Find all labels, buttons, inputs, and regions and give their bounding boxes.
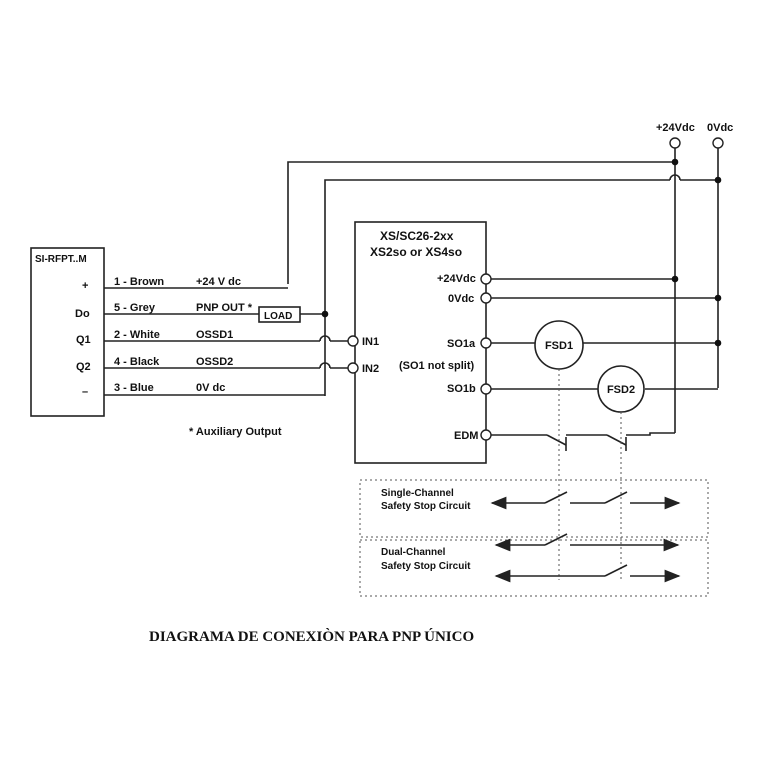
in2-terminal bbox=[347, 362, 359, 374]
sensor-box bbox=[30, 247, 105, 417]
wire-code-blue: 3 - Blue bbox=[114, 382, 154, 394]
wire-code-white: 2 - White bbox=[114, 329, 160, 341]
so1-not-split-label: (SO1 not split) bbox=[399, 360, 475, 372]
terminal-0v-label: 0Vdc bbox=[448, 293, 474, 305]
terminal-so1a-label: SO1a bbox=[447, 338, 476, 350]
dual-channel-circuit bbox=[494, 533, 681, 583]
aux-note: * Auxiliary Output bbox=[189, 426, 282, 438]
load-label: LOAD bbox=[264, 311, 292, 322]
terminal-24v bbox=[480, 273, 492, 285]
dual-channel-line2: Safety Stop Circuit bbox=[381, 561, 471, 572]
wire-signal-brown: +24 V dc bbox=[196, 276, 241, 288]
supply-pos-label: +24Vdc bbox=[656, 122, 695, 134]
terminal-24v-label: +24Vdc bbox=[437, 273, 476, 285]
module-title-1: XS/SC26-2xx bbox=[380, 229, 454, 243]
terminal-edm bbox=[480, 429, 492, 441]
wire-signal-blue: 0V dc bbox=[196, 382, 225, 394]
sensor-name: SI-RFPT..M bbox=[35, 254, 87, 265]
supply-neg-terminal bbox=[712, 137, 724, 149]
single-channel-frame bbox=[359, 479, 709, 538]
sensor-wires bbox=[104, 287, 348, 396]
supply-pos-terminal bbox=[669, 137, 681, 149]
module-box bbox=[354, 221, 487, 464]
wire-code-brown: 1 - Brown bbox=[114, 276, 164, 288]
fsd2-label: FSD2 bbox=[607, 384, 635, 396]
wire-signal-grey: PNP OUT * bbox=[196, 302, 253, 314]
dual-channel-line1: Dual-Channel bbox=[381, 547, 446, 558]
sensor-pin-do: Do bbox=[75, 308, 90, 320]
terminal-so1b bbox=[480, 383, 492, 395]
in1-label: IN1 bbox=[362, 336, 379, 348]
terminal-so1a bbox=[480, 337, 492, 349]
wire-code-grey: 5 - Grey bbox=[114, 302, 156, 314]
single-channel-line2: Safety Stop Circuit bbox=[381, 501, 471, 512]
wire-signal-black: OSSD2 bbox=[196, 356, 233, 368]
sensor-pin-plus: + bbox=[82, 280, 88, 292]
terminal-so1b-label: SO1b bbox=[447, 383, 476, 395]
sensor-pin-q2: Q2 bbox=[76, 361, 91, 373]
terminal-0v bbox=[480, 292, 492, 304]
dual-channel-frame bbox=[359, 539, 709, 597]
terminal-edm-label: EDM bbox=[454, 430, 478, 442]
in2-label: IN2 bbox=[362, 363, 379, 375]
single-channel-line1: Single-Channel bbox=[381, 488, 454, 499]
supply-rails bbox=[287, 148, 722, 433]
single-channel-circuit bbox=[490, 491, 681, 510]
wire-code-black: 4 - Black bbox=[114, 356, 160, 368]
fsd1-label: FSD1 bbox=[545, 340, 573, 352]
sensor-pin-q1: Q1 bbox=[76, 334, 91, 346]
sensor-pin-minus: – bbox=[82, 386, 88, 398]
in1-terminal bbox=[347, 335, 359, 347]
module-title-2: XS2so or XS4so bbox=[370, 245, 462, 259]
module-output-wires bbox=[491, 275, 722, 451]
diagram-caption: DIAGRAMA DE CONEXIÒN PARA PNP ÚNICO bbox=[149, 628, 474, 645]
wire-signal-white: OSSD1 bbox=[196, 329, 233, 341]
load-box bbox=[258, 306, 301, 323]
supply-neg-label: 0Vdc bbox=[707, 122, 733, 134]
